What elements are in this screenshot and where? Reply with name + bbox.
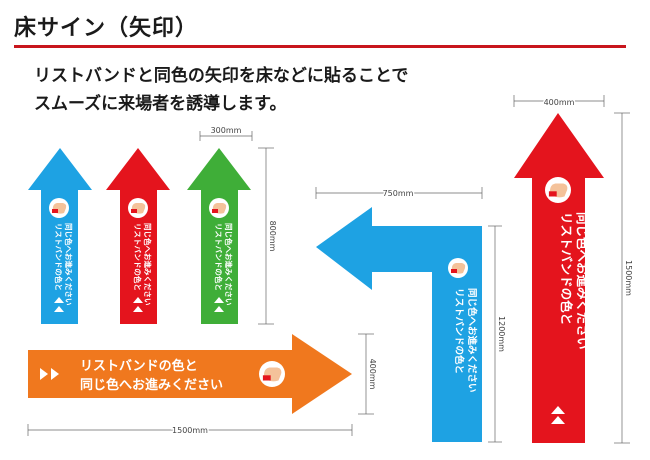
sign-text-line1: リストバンドの色と xyxy=(133,223,143,291)
svg-text:1500mm: 1500mm xyxy=(624,260,633,296)
svg-text:リストバンドの色と 同じ色へお進みください: リストバンドの色と 同じ色へお進みください xyxy=(133,223,153,306)
sign-text-line2: 同じ色へお進みください xyxy=(575,212,590,350)
wristband-hand-icon xyxy=(545,177,571,203)
intro-text: リストバンドと同色の矢印を床などに貼ることで スムーズに来場者を誘導します。 xyxy=(34,62,408,118)
dimension-400mm-top: 400mm xyxy=(513,95,605,109)
red-arrow-sign: リストバンドの色と 同じ色へお進みください xyxy=(106,148,170,324)
svg-text:800mm: 800mm xyxy=(268,221,277,252)
chevron-up-icon xyxy=(551,416,565,424)
chevron-right-icon xyxy=(51,368,59,380)
svg-text:400mm: 400mm xyxy=(544,98,575,107)
dimension-1500mm-bottom: 1500mm xyxy=(27,424,353,437)
chevron-up-icon xyxy=(551,406,565,414)
wristband-hand-icon xyxy=(259,361,285,387)
wristband-hand-icon xyxy=(128,198,148,218)
title-underline xyxy=(14,45,626,48)
svg-text:リストバンドの色と 同じ色へお進みください: リストバンドの色と 同じ色へお進みください xyxy=(559,212,590,350)
chevron-up-icon xyxy=(214,297,224,303)
sign-text-line2: 同じ色へお進みください xyxy=(80,377,223,393)
wristband-hand-icon xyxy=(49,198,69,218)
sign-text-line1: リストバンドの色と xyxy=(54,223,64,291)
sign-text-line1: リストバンドの色と xyxy=(559,212,574,325)
blue-arrow-sign: リストバンドの色と 同じ色へお進みください xyxy=(28,148,92,324)
intro-line-1: リストバンドと同色の矢印を床などに貼ることで xyxy=(34,66,409,86)
chevron-up-icon xyxy=(133,306,143,312)
chevron-up-icon xyxy=(54,306,64,312)
dimension-300mm: 300mm xyxy=(199,126,253,141)
svg-text:リストバンドの色と 同じ色へお進みください: リストバンドの色と 同じ色へお進みください xyxy=(54,223,74,306)
large-red-arrow-sign: リストバンドの色と 同じ色へお進みください xyxy=(514,113,604,443)
svg-text:リストバンドの色と 同じ色へお進みください: リストバンドの色と 同じ色へお進みください xyxy=(453,288,478,393)
green-arrow-sign: リストバンドの色と 同じ色へお進みください xyxy=(187,148,251,324)
svg-text:300mm: 300mm xyxy=(211,126,242,135)
chevron-up-icon xyxy=(54,297,64,303)
sign-text-line2: 同じ色へお進みください xyxy=(143,223,153,306)
svg-text:400mm: 400mm xyxy=(368,359,377,390)
wristband-hand-icon xyxy=(448,258,468,278)
blue-l-arrow-sign: リストバンドの色と 同じ色へお進みください xyxy=(316,207,482,442)
svg-text:1200mm: 1200mm xyxy=(497,316,506,352)
dimension-800mm: 800mm xyxy=(258,147,277,325)
svg-text:750mm: 750mm xyxy=(383,189,414,198)
chevron-up-icon xyxy=(214,306,224,312)
dimension-1200mm: 1200mm xyxy=(488,225,506,443)
orange-arrow-sign: リストバンドの色と 同じ色へお進みください xyxy=(28,334,352,414)
sign-text-line2: 同じ色へお進みください xyxy=(64,223,74,306)
svg-text:1500mm: 1500mm xyxy=(172,426,208,435)
chevron-up-icon xyxy=(133,297,143,303)
svg-text:リストバンドの色と 同じ色へお進みください: リストバンドの色と 同じ色へお進みください xyxy=(214,223,234,306)
sign-text-line2: 同じ色へお進みください xyxy=(224,223,234,306)
sign-text-line1: リストバンドの色と xyxy=(80,358,198,374)
dimension-400mm-orange: 400mm xyxy=(358,333,379,415)
sign-text-line1: リストバンドの色と xyxy=(453,288,465,374)
dimension-750mm: 750mm xyxy=(315,187,483,200)
dimension-1500mm-right: 1500mm xyxy=(614,112,635,444)
page-title: 床サイン（矢印） xyxy=(14,16,199,41)
sign-text-line1: リストバンドの色と xyxy=(214,223,224,291)
sign-text-line2: 同じ色へお進みください xyxy=(466,288,478,393)
chevron-right-icon xyxy=(40,368,48,380)
wristband-hand-icon xyxy=(209,198,229,218)
intro-line-2: スムーズに来場者を誘導します。 xyxy=(34,94,287,114)
